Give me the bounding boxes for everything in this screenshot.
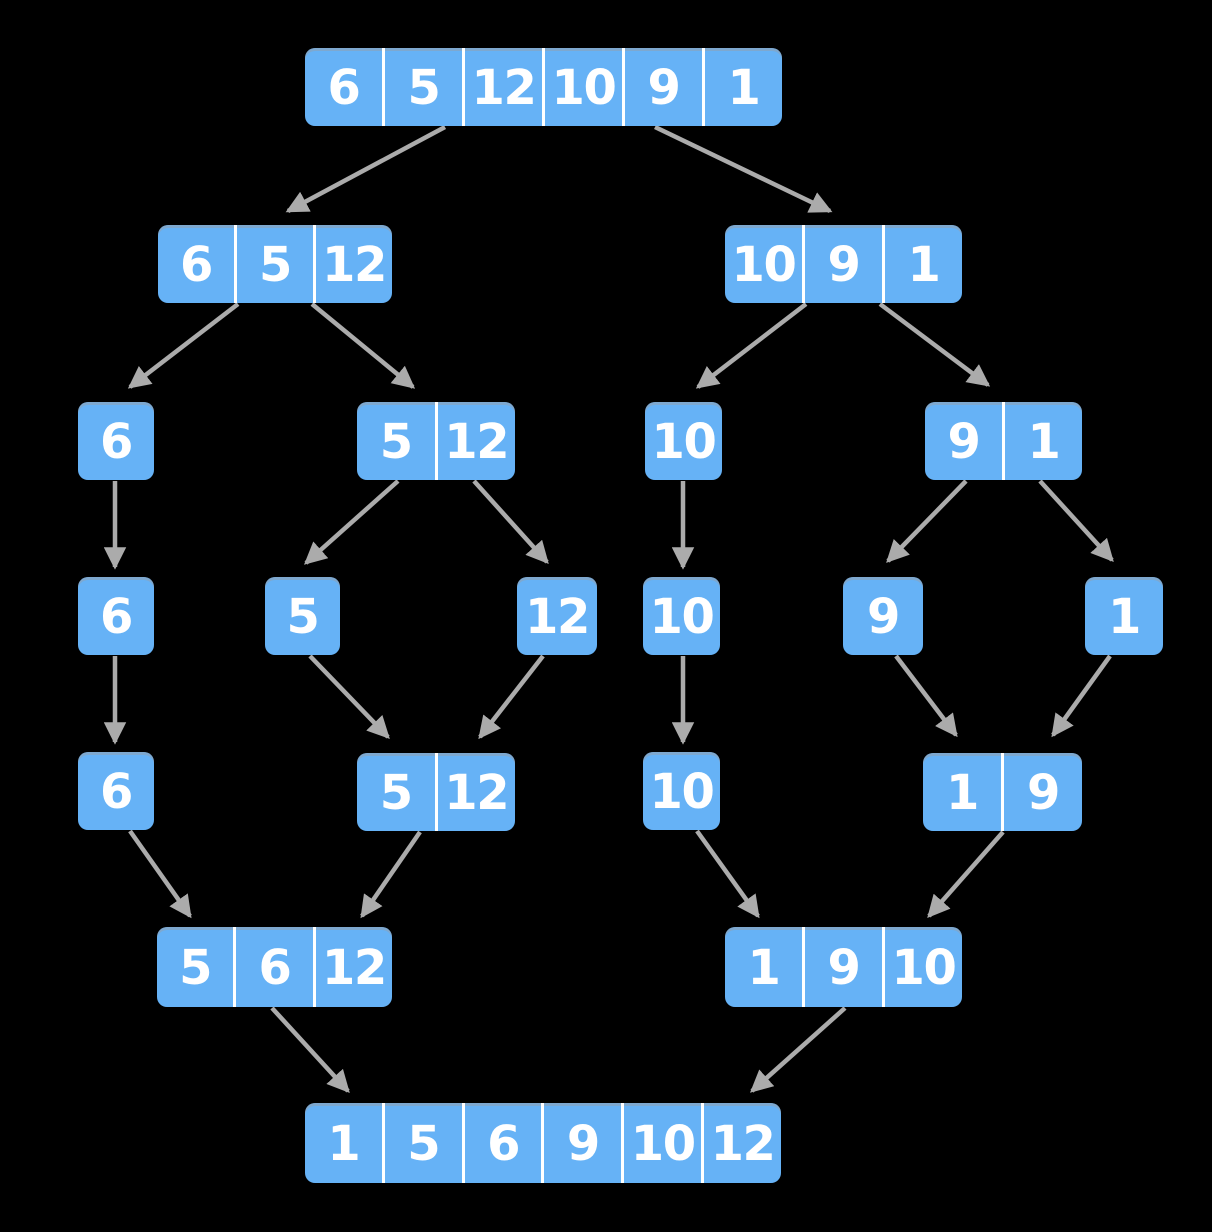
array-cell: 9 (947, 414, 981, 470)
array-cell: 5 (379, 414, 413, 470)
split-merge-arrow (878, 302, 991, 387)
array-cell: 6 (327, 60, 361, 116)
array-cell: 10 (731, 237, 797, 293)
array-cell: 6 (233, 927, 312, 1007)
array-cell: 1 (946, 765, 979, 821)
array-cell: 9 (541, 1103, 621, 1183)
array-cell: 12 (312, 927, 392, 1007)
array-cell: 1 (1002, 402, 1082, 480)
split-merge-arrow (749, 1006, 847, 1093)
array-node-6: 6 (78, 402, 154, 480)
array-cell: 6 (100, 764, 133, 820)
array-node-5-12: 5 12 (357, 753, 515, 831)
array-node-9: 9 (843, 577, 923, 655)
array-cell: 10 (542, 48, 622, 126)
array-cell: 10 (649, 589, 715, 645)
array-cell: 12 (434, 402, 516, 480)
split-merge-arrow (695, 302, 808, 389)
array-cell: 12 (462, 48, 542, 126)
array-cell: 9 (802, 225, 882, 303)
array-cell: 5 (286, 589, 320, 645)
array-node-5: 5 (265, 577, 340, 655)
split-merge-arrow (127, 302, 240, 389)
array-cell: 10 (651, 414, 717, 470)
array-cell: 5 (179, 940, 212, 996)
array-cell: 9 (1001, 753, 1082, 831)
split-merge-arrow (360, 830, 422, 919)
array-cell: 1 (747, 940, 781, 996)
split-merge-arrow (894, 654, 958, 738)
split-merge-arrow (128, 829, 192, 919)
split-merge-arrow (654, 124, 833, 214)
split-merge-arrow (472, 479, 549, 565)
array-cell: 6 (100, 414, 133, 470)
array-node-12: 12 (517, 577, 597, 655)
array-cell: 9 (622, 48, 702, 126)
array-cell: 10 (882, 927, 962, 1007)
array-cell: 6 (180, 237, 213, 293)
array-cell: 1 (1108, 589, 1141, 645)
split-merge-arrow (886, 479, 968, 563)
array-cell: 6 (100, 589, 133, 645)
array-node-10: 10 (643, 577, 720, 655)
array-cell: 6 (461, 1103, 542, 1183)
split-merge-arrow (308, 654, 390, 739)
array-cell: 5 (382, 48, 462, 126)
array-cell: 10 (649, 764, 715, 820)
array-cell: 12 (701, 1103, 781, 1183)
array-node-6: 6 (78, 752, 154, 830)
array-cell: 1 (882, 225, 962, 303)
split-merge-arrow (285, 125, 447, 213)
array-node-10: 10 (643, 752, 720, 830)
array-node-5-12: 5 12 (357, 402, 515, 480)
array-cell: 12 (434, 753, 516, 831)
split-merge-arrow (1051, 654, 1112, 738)
array-cell: 5 (381, 1103, 462, 1183)
split-merge-arrow (478, 654, 545, 740)
split-merge-arrow (303, 479, 400, 565)
array-node-6: 6 (78, 577, 154, 655)
array-cell: 12 (313, 225, 392, 303)
array-cell: 1 (327, 1116, 360, 1172)
split-merge-arrow (310, 302, 416, 389)
split-merge-arrow (927, 830, 1005, 919)
array-cell: 9 (802, 927, 882, 1007)
array-cell: 1 (702, 48, 782, 126)
array-cell: 10 (621, 1103, 701, 1183)
array-node-10: 10 (645, 402, 722, 480)
array-cell: 5 (379, 765, 413, 821)
split-merge-arrow (695, 829, 760, 919)
array-node-1: 1 (1085, 577, 1163, 655)
array-cell: 12 (525, 589, 590, 645)
array-cell: 5 (234, 225, 313, 303)
split-merge-arrow (270, 1006, 350, 1093)
array-cell: 9 (867, 589, 900, 645)
split-merge-arrow (1038, 479, 1114, 562)
